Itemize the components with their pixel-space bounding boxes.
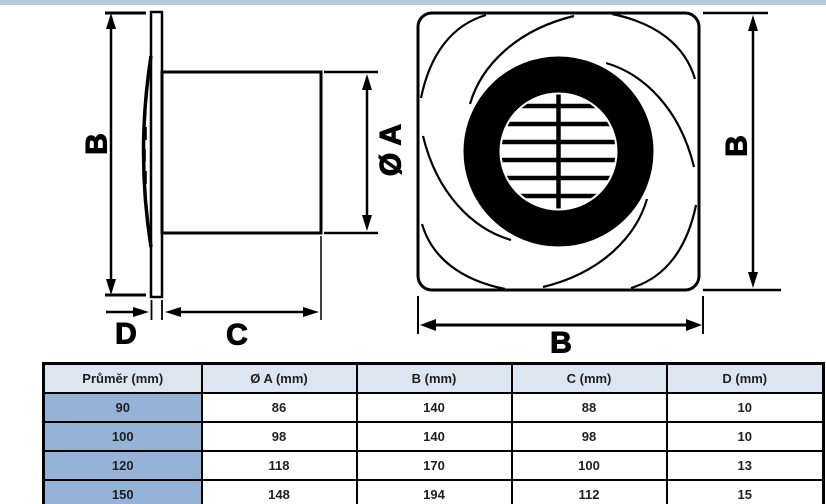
table-cell: 112	[510, 479, 668, 504]
row-header-cell: 90	[42, 392, 203, 423]
table-cell: 88	[510, 392, 668, 423]
side-label-d: D	[115, 318, 137, 351]
table-cell: 10	[665, 421, 825, 452]
dimension-d	[106, 300, 163, 320]
table-cell: 86	[200, 392, 358, 423]
table-cell: 15	[665, 479, 825, 504]
top-accent-bar	[0, 0, 826, 5]
column-header: D (mm)	[665, 362, 825, 394]
table-row: Průměr (mm)Ø A (mm)B (mm)C (mm)D (mm)	[42, 362, 825, 394]
front-label-b-bottom: B	[550, 327, 572, 358]
dimension-b-right	[703, 11, 781, 292]
dimension-c	[165, 236, 322, 320]
table-cell: 140	[355, 421, 513, 452]
fan-ring	[463, 56, 654, 247]
table-header-row: Průměr (mm)Ø A (mm)B (mm)C (mm)D (mm)	[42, 362, 825, 394]
table-cell: 140	[355, 392, 513, 423]
table-cell: 13	[665, 450, 825, 481]
side-label-b: B	[84, 133, 114, 155]
table-cell: 10	[665, 392, 825, 423]
fan-swirl-pattern	[419, 12, 698, 291]
column-header: Ø A (mm)	[200, 362, 358, 394]
row-header-cell: 150	[42, 479, 203, 504]
column-header: C (mm)	[510, 362, 668, 394]
row-header-cell: 100	[42, 421, 203, 452]
side-label-diameter-a: Ø A	[375, 124, 408, 176]
row-header-cell: 120	[42, 450, 203, 481]
fan-front-plate	[149, 10, 164, 299]
fan-cover-profile	[141, 55, 153, 248]
fan-duct-body	[160, 70, 323, 235]
table-cell: 98	[510, 421, 668, 452]
side-view-diagram: B Ø A D	[84, 10, 408, 352]
side-label-c: C	[226, 319, 248, 352]
table-cell: 98	[200, 421, 358, 452]
table-cell: 118	[200, 450, 358, 481]
dimension-b-vertical	[105, 11, 146, 297]
table-cell: 170	[355, 450, 513, 481]
front-view-diagram: B B	[416, 11, 781, 358]
dimension-b-bottom	[417, 296, 704, 334]
table-cell: 148	[200, 479, 358, 504]
dimensions-table: Průměr (mm)Ø A (mm)B (mm)C (mm)D (mm) 90…	[42, 362, 825, 504]
dimension-diameter-a	[324, 70, 378, 235]
column-header: Průměr (mm)	[42, 362, 203, 394]
column-header: B (mm)	[355, 362, 513, 394]
front-label-b-right: B	[721, 135, 754, 157]
table-cell: 100	[510, 450, 668, 481]
table-cell: 194	[355, 479, 513, 504]
